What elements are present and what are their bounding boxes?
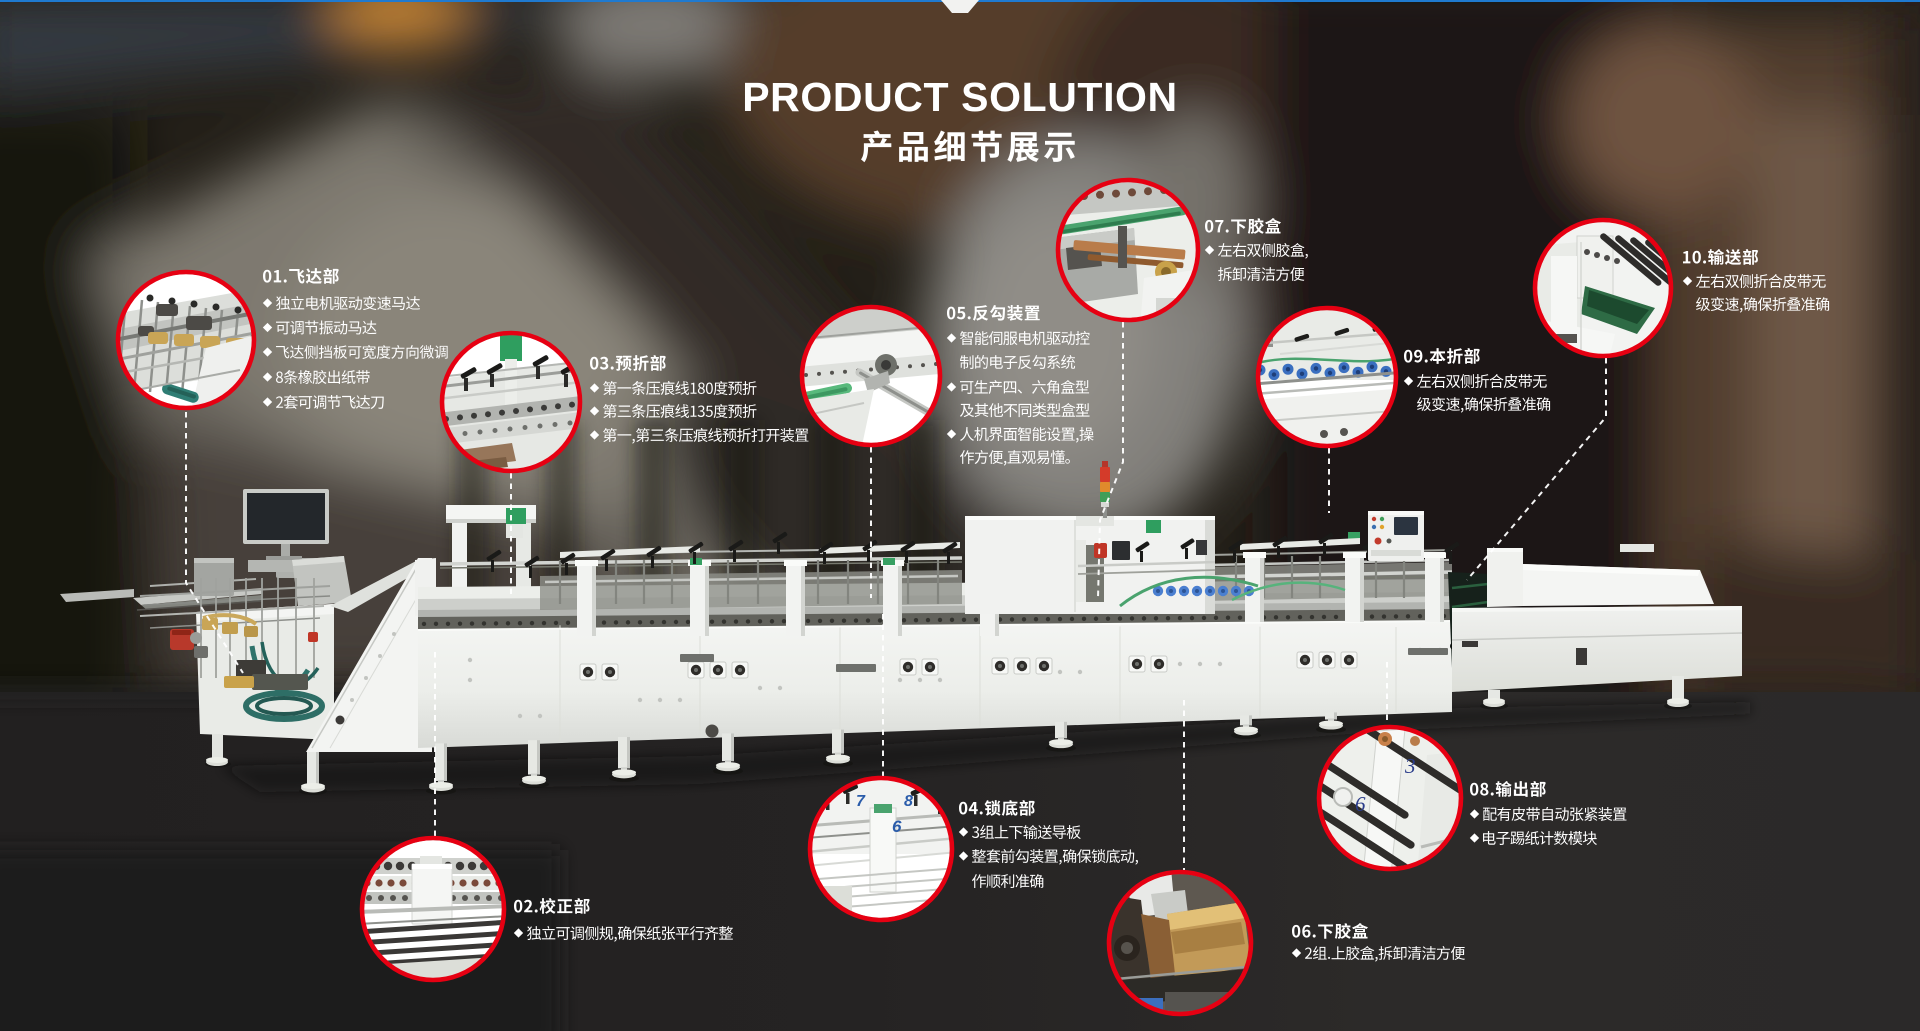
svg-text:6: 6	[892, 817, 902, 836]
svg-text:6: 6	[1355, 792, 1366, 816]
svg-text:3: 3	[1404, 754, 1416, 778]
svg-text:7: 7	[856, 793, 866, 810]
svg-text:8: 8	[904, 793, 913, 810]
